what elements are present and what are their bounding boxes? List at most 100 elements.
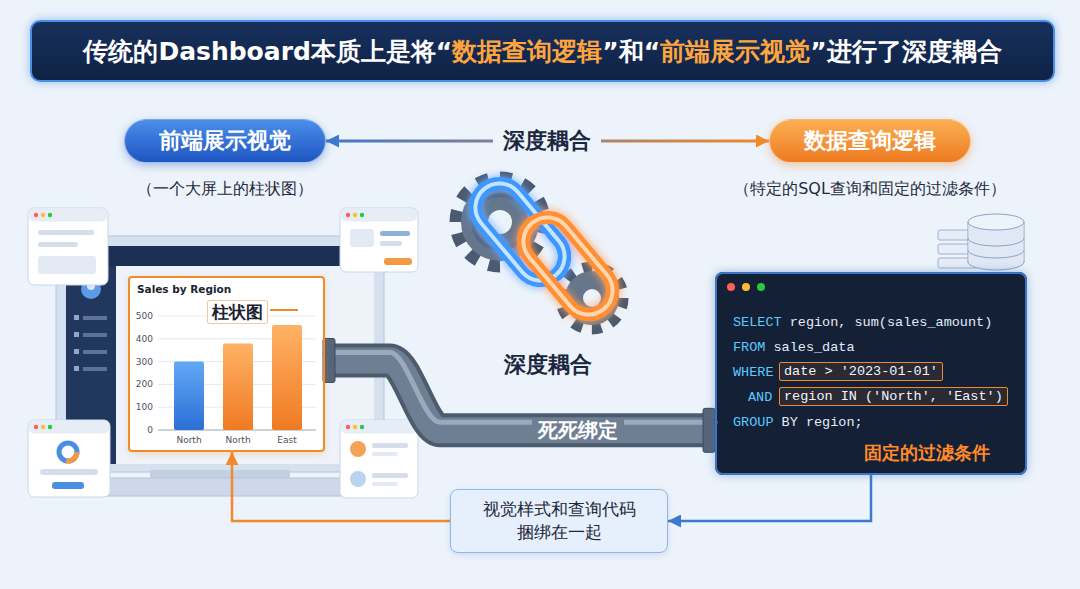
axis-tick-label: 500: [136, 311, 153, 321]
floating-widget: [28, 420, 110, 497]
callout-text: 视觉样式和查询代码 捆绑在一起: [465, 498, 653, 544]
monitor-illustration: [74, 349, 79, 354]
pill-shape: 数据查询逻辑: [769, 119, 971, 163]
code-note: 固定的过滤条件: [837, 442, 1017, 464]
title-segment: ”进行了深度耦合: [810, 37, 1001, 66]
database-icon: [968, 238, 1024, 246]
title-text: 传统的Dashboard本质上是将“数据查询逻辑”和“前端展示视觉”进行了深度耦…: [83, 35, 1001, 68]
axis-tick-label: 400: [136, 334, 153, 344]
axis-category-label: North: [176, 435, 201, 445]
database-icon: [968, 250, 1024, 258]
floating-widget: [29, 421, 110, 434]
code-token: sales_data: [765, 340, 854, 355]
floating-widget: [341, 421, 418, 434]
code-line: AND: [748, 389, 772, 406]
chart-tag: 柱状图: [207, 300, 268, 324]
code-token: WHERE: [733, 365, 774, 380]
floating-widget: [340, 420, 418, 498]
filter-code: date > '2023-01-01': [784, 363, 938, 380]
chain-link: [514, 208, 623, 325]
monitor-illustration: [66, 246, 374, 266]
bar-chart: [272, 325, 302, 430]
heading-pill: 前端展示视觉 （一个大屏上的柱状图）: [124, 119, 326, 199]
code-token: SELECT: [733, 315, 782, 330]
floating-widget: [38, 256, 96, 274]
chain-link: [514, 208, 623, 325]
floating-widget: [353, 213, 357, 217]
code-window-frame: [757, 283, 765, 291]
floating-widget: [372, 452, 398, 456]
callout-box: 视觉样式和查询代码 捆绑在一起: [450, 489, 668, 553]
floating-widget: [28, 208, 108, 285]
code-token: AND: [748, 390, 772, 405]
floating-widget: [341, 209, 418, 222]
floating-widget: [38, 230, 94, 235]
floating-widget: [384, 258, 412, 265]
axis-category-label: East: [277, 435, 296, 445]
bar-chart: [270, 309, 298, 311]
axis-tick-label: 100: [136, 402, 153, 412]
code-line: WHERE: [733, 364, 774, 381]
pipe-flange: [703, 408, 715, 452]
edge-label: 深度耦合: [493, 127, 601, 155]
code-line: FROM sales_data: [733, 339, 855, 356]
floating-widget: [28, 208, 108, 285]
axis-tick-label: 0: [147, 425, 153, 435]
pill-heading: 前端展示视觉: [159, 127, 291, 155]
title-segment: ”和“: [602, 37, 660, 66]
bar-chart: [128, 276, 325, 452]
floating-widget: [59, 443, 77, 461]
chain-link: [466, 174, 623, 325]
title-banner: 传统的Dashboard本质上是将“数据查询逻辑”和“前端展示视觉”进行了深度耦…: [30, 20, 1055, 82]
chart-title: Sales by Region: [137, 283, 231, 295]
bar-chart: [174, 362, 204, 430]
code-window-frame: [715, 272, 1027, 475]
code-window-frame: [715, 272, 1027, 475]
floating-widget: [40, 469, 98, 475]
code-token: FROM: [733, 340, 765, 355]
floating-widget: [346, 425, 350, 429]
pill-heading: 数据查询逻辑: [804, 127, 936, 155]
floating-widget: [48, 213, 52, 217]
floating-widget: [380, 241, 402, 246]
floating-widget: [29, 209, 108, 222]
pill-subtitle: （特定的SQL查询和固定的过滤条件）: [734, 179, 1006, 199]
monitor-illustration: [74, 332, 79, 337]
chain-link: [533, 232, 575, 275]
code-token: GROUP: [733, 415, 774, 430]
filter-box: date > '2023-01-01': [779, 362, 943, 381]
title-segment: 数据查询逻辑: [452, 37, 602, 66]
floating-widget: [59, 443, 77, 461]
heading-pill: 数据查询逻辑 （特定的SQL查询和固定的过滤条件）: [734, 119, 1006, 199]
axis-tick-label: 300: [136, 357, 153, 367]
monitor-illustration: [83, 316, 107, 320]
monitor-illustration: [74, 366, 79, 371]
monitor-illustration: [74, 315, 79, 320]
database-icon: [968, 214, 1024, 230]
monitor-illustration: [66, 246, 374, 464]
floating-widget: [360, 213, 364, 217]
floating-widget: [52, 482, 84, 489]
code-window-frame: [727, 283, 735, 291]
bar-chart: [223, 343, 253, 430]
axis-category-label: North: [225, 435, 250, 445]
floating-widget: [372, 443, 408, 448]
edge-label: 死死绑定: [532, 418, 624, 442]
floating-widget: [48, 425, 52, 429]
axis-tick-label: 200: [136, 379, 153, 389]
pill-subtitle: （一个大屏上的柱状图）: [137, 179, 313, 199]
floating-widget: [372, 482, 398, 486]
chart-card: 柱状图 Sales by Region: [128, 276, 325, 452]
connector-line: [668, 475, 871, 521]
floating-widget: [38, 242, 78, 247]
floating-widget: [346, 213, 350, 217]
title-segment: 前端展示视觉: [660, 37, 810, 66]
floating-widget: [372, 473, 408, 478]
tag-text: 柱状图: [212, 301, 263, 323]
chain-link: [514, 208, 623, 325]
flow-arrow: [668, 475, 871, 521]
floating-widget: [350, 471, 366, 487]
pill-shape: 前端展示视觉: [124, 119, 326, 163]
